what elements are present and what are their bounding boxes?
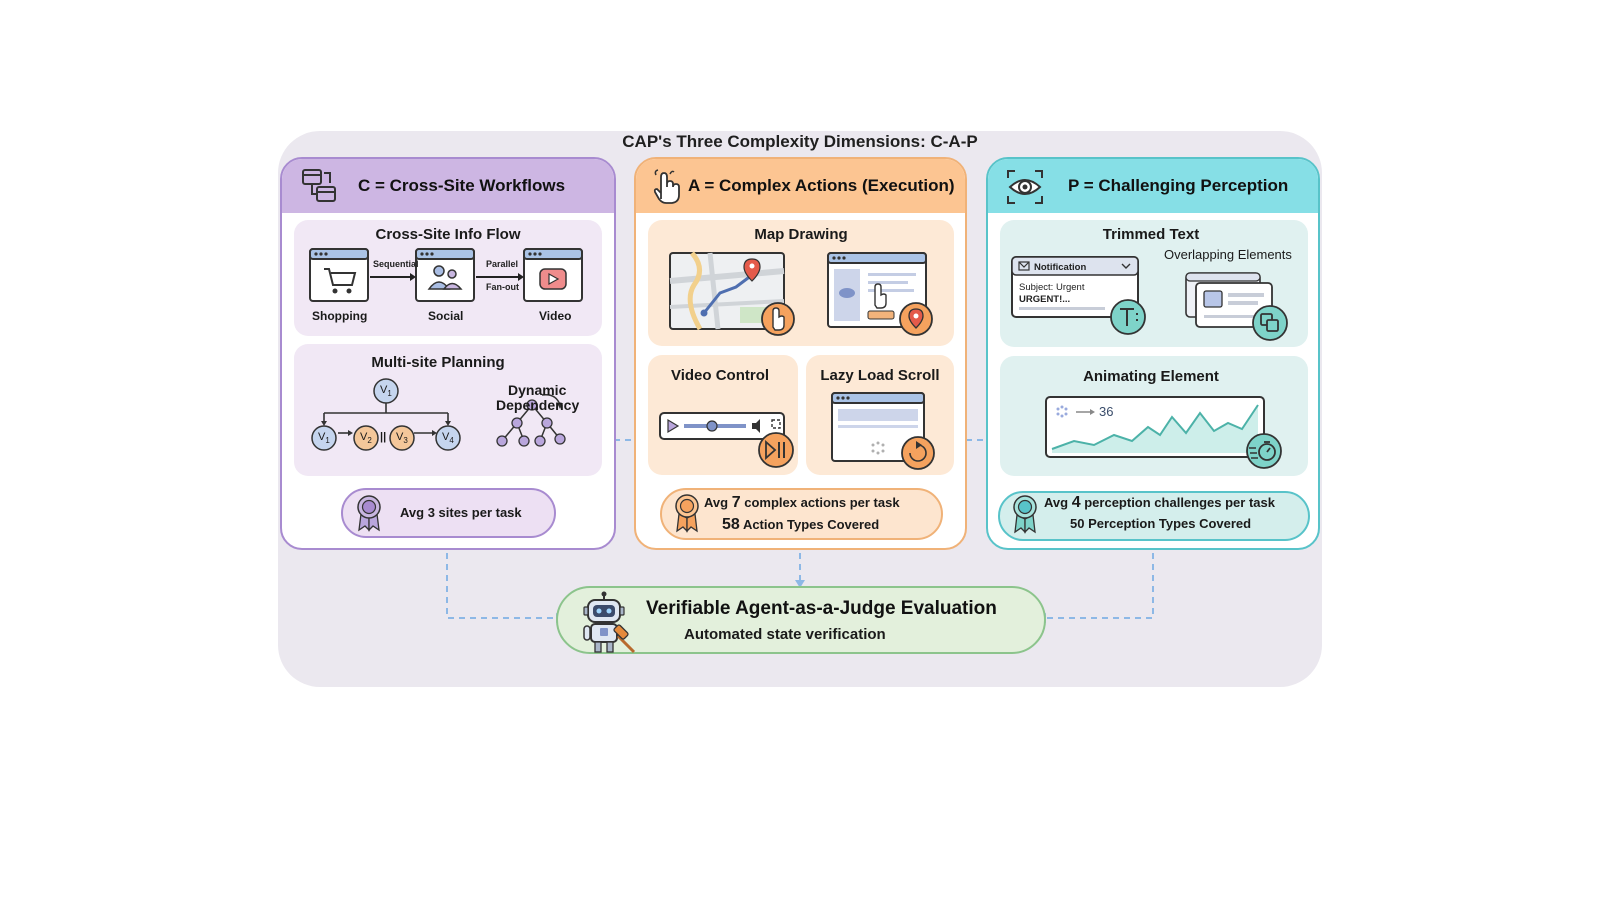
- award-badge-icon: [1013, 495, 1037, 534]
- edge-label-sequential: Sequential: [373, 259, 419, 269]
- robot-judge-icon: [583, 591, 636, 654]
- animating-value: 36: [1099, 404, 1114, 419]
- map-drawing-title: Map Drawing: [754, 226, 848, 243]
- diagram-title: CAP's Three Complexity Dimensions: C-A-P: [622, 132, 978, 151]
- trimmed-text-title: Trimmed Text: [1102, 226, 1200, 243]
- panel-cross-site-workflows: C = Cross-Site Workflows Cross-Site Info…: [280, 157, 616, 550]
- overlapping-elements-graphic: [1185, 272, 1288, 341]
- node-label-v1: V1: [318, 431, 330, 446]
- dynamic-dependency-label-1: Dynamic: [508, 382, 567, 398]
- stat-pill-perception: [998, 491, 1310, 541]
- notification-title: Notification: [1034, 262, 1087, 273]
- edge-label-parallel: Parallel: [486, 259, 519, 269]
- judge-subtitle: Automated state verification: [684, 626, 886, 643]
- cross-site-info-flow-title: Cross-Site Info Flow: [375, 226, 521, 243]
- shopping-window-icon: [309, 248, 369, 302]
- panel-a-header: [636, 159, 965, 213]
- stat-actions-text: Avg 7 complex actions per task: [704, 494, 900, 511]
- notification-body: URGENT!...: [1019, 294, 1071, 305]
- lazy-load-scroll-title: Lazy Load Scroll: [820, 367, 940, 384]
- panel-c-header: [282, 159, 614, 213]
- planning-dag-graphic: [311, 378, 566, 451]
- site-label-video: Video: [539, 309, 572, 323]
- panel-p-title: P = Challenging Perception: [1068, 176, 1289, 195]
- panel-challenging-perception: P = Challenging Perception Trimmed Text …: [986, 157, 1320, 550]
- overlapping-elements-title: Overlapping Elements: [1164, 247, 1292, 262]
- judge-title: Verifiable Agent-as-a-Judge Evaluation: [646, 598, 997, 619]
- parallel-mark: ||: [380, 431, 387, 443]
- award-badge-icon: [357, 495, 381, 532]
- edge-label-fan-out: Fan-out: [486, 282, 519, 292]
- info-flow-graphic: [309, 248, 583, 302]
- panel-complex-actions: A = Complex Actions (Execution) Map Draw…: [634, 157, 967, 550]
- linked-windows-icon: [302, 169, 336, 202]
- drawing-window-icon: [827, 252, 933, 336]
- stat-perception-types-text: 50 Perception Types Covered: [1070, 516, 1252, 531]
- animating-element-title: Animating Element: [1083, 368, 1219, 385]
- touch-hand-icon: [653, 169, 680, 204]
- panel-c-title: C = Cross-Site Workflows: [358, 176, 566, 195]
- video-control-title: Video Control: [670, 367, 770, 384]
- multi-site-planning-card: Multi-site Planning: [294, 344, 602, 476]
- lazy-load-graphic: [831, 392, 935, 470]
- node-label-v3: V3: [396, 431, 408, 446]
- multi-site-planning-title: Multi-site Planning: [371, 354, 505, 371]
- node-label-v4: V4: [442, 431, 454, 446]
- site-label-shopping: Shopping: [312, 309, 368, 323]
- map-drawing-graphic: [669, 251, 933, 336]
- notification-subject: Subject: Urgent: [1019, 282, 1085, 293]
- map-icon: [669, 251, 795, 336]
- video-window-icon: [523, 248, 583, 302]
- node-label-v1-top: V1: [380, 384, 392, 399]
- node-label-v2: V2: [360, 431, 372, 446]
- stat-sites-text: Avg 3 sites per task: [400, 505, 522, 520]
- stat-perception-text: Avg 4 perception challenges per task: [1044, 494, 1275, 511]
- judge-evaluation-box: [556, 586, 1046, 654]
- eye-scan-icon: [1007, 170, 1043, 204]
- social-window-icon: [415, 248, 475, 302]
- video-player-graphic: [659, 412, 794, 468]
- stat-pill-actions: [660, 488, 943, 540]
- notification-graphic: [1011, 256, 1146, 335]
- site-label-social: Social: [428, 309, 464, 323]
- stat-action-types-text: 58 Action Types Covered: [722, 516, 880, 533]
- dynamic-dependency-label-2: Dependency: [496, 397, 580, 413]
- award-badge-icon: [675, 494, 699, 533]
- animating-chart-graphic: [1045, 396, 1282, 469]
- panel-a-title: A = Complex Actions (Execution): [688, 176, 955, 195]
